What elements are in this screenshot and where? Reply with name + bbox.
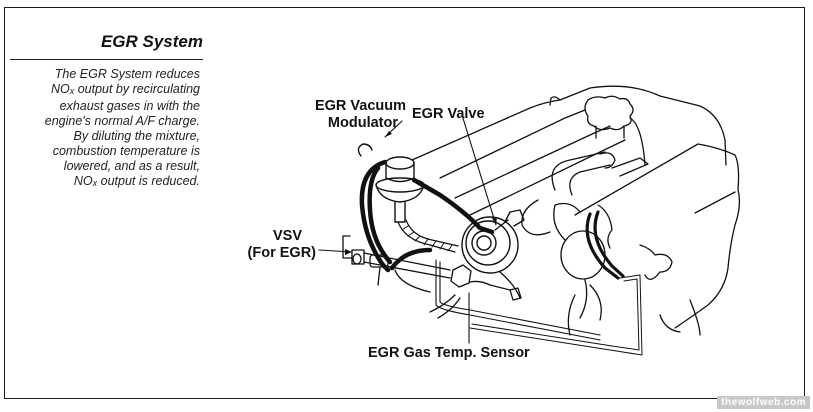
engine-pulley xyxy=(553,202,606,336)
description-line: NOx output is reduced. xyxy=(73,174,200,188)
section-title: EGR System xyxy=(100,32,203,51)
label-line: EGR Vacuum xyxy=(314,98,406,114)
description-line: engine's normal A/F charge. xyxy=(44,114,200,128)
label-vsv: VSV (For EGR) xyxy=(234,228,316,262)
egr-valve-leader xyxy=(461,114,497,226)
valve-cover xyxy=(574,143,741,336)
label-line: Modulator xyxy=(327,115,398,131)
egr-valve-body xyxy=(461,209,525,274)
description-line: NOx output by recirculating xyxy=(50,82,200,96)
section-description: The EGR System reduces NOx output by rec… xyxy=(8,67,200,191)
label-line: VSV xyxy=(272,228,302,244)
wire-harness xyxy=(585,210,625,280)
description-line: combustion temperature is xyxy=(52,144,200,158)
label-egr-gas-temp-sensor: EGR Gas Temp. Sensor xyxy=(368,345,530,361)
label-line: (For EGR) xyxy=(247,245,316,261)
description-line: By diluting the mixture, xyxy=(73,129,200,143)
harness-outline xyxy=(469,274,643,356)
figure-frame xyxy=(4,7,805,399)
gas-temp-sensor-body xyxy=(429,264,522,319)
intake-manifold xyxy=(411,85,727,216)
watermark: thewolfweb.com xyxy=(717,396,810,409)
title-divider xyxy=(10,59,203,60)
description-line: lowered, and as a result, xyxy=(63,159,200,173)
description-line: The EGR System reduces xyxy=(54,67,200,81)
label-egr-vacuum-modulator: EGR Vacuum Modulator xyxy=(256,98,406,132)
vacuum-hoses xyxy=(359,159,495,273)
lower-line xyxy=(435,259,601,341)
label-egr-valve: EGR Valve xyxy=(412,106,485,122)
air-intake-pipes xyxy=(521,151,649,236)
egr-pipe xyxy=(397,219,459,253)
leader-lines xyxy=(318,114,497,344)
description-line: exhaust gases in with the xyxy=(59,99,200,113)
